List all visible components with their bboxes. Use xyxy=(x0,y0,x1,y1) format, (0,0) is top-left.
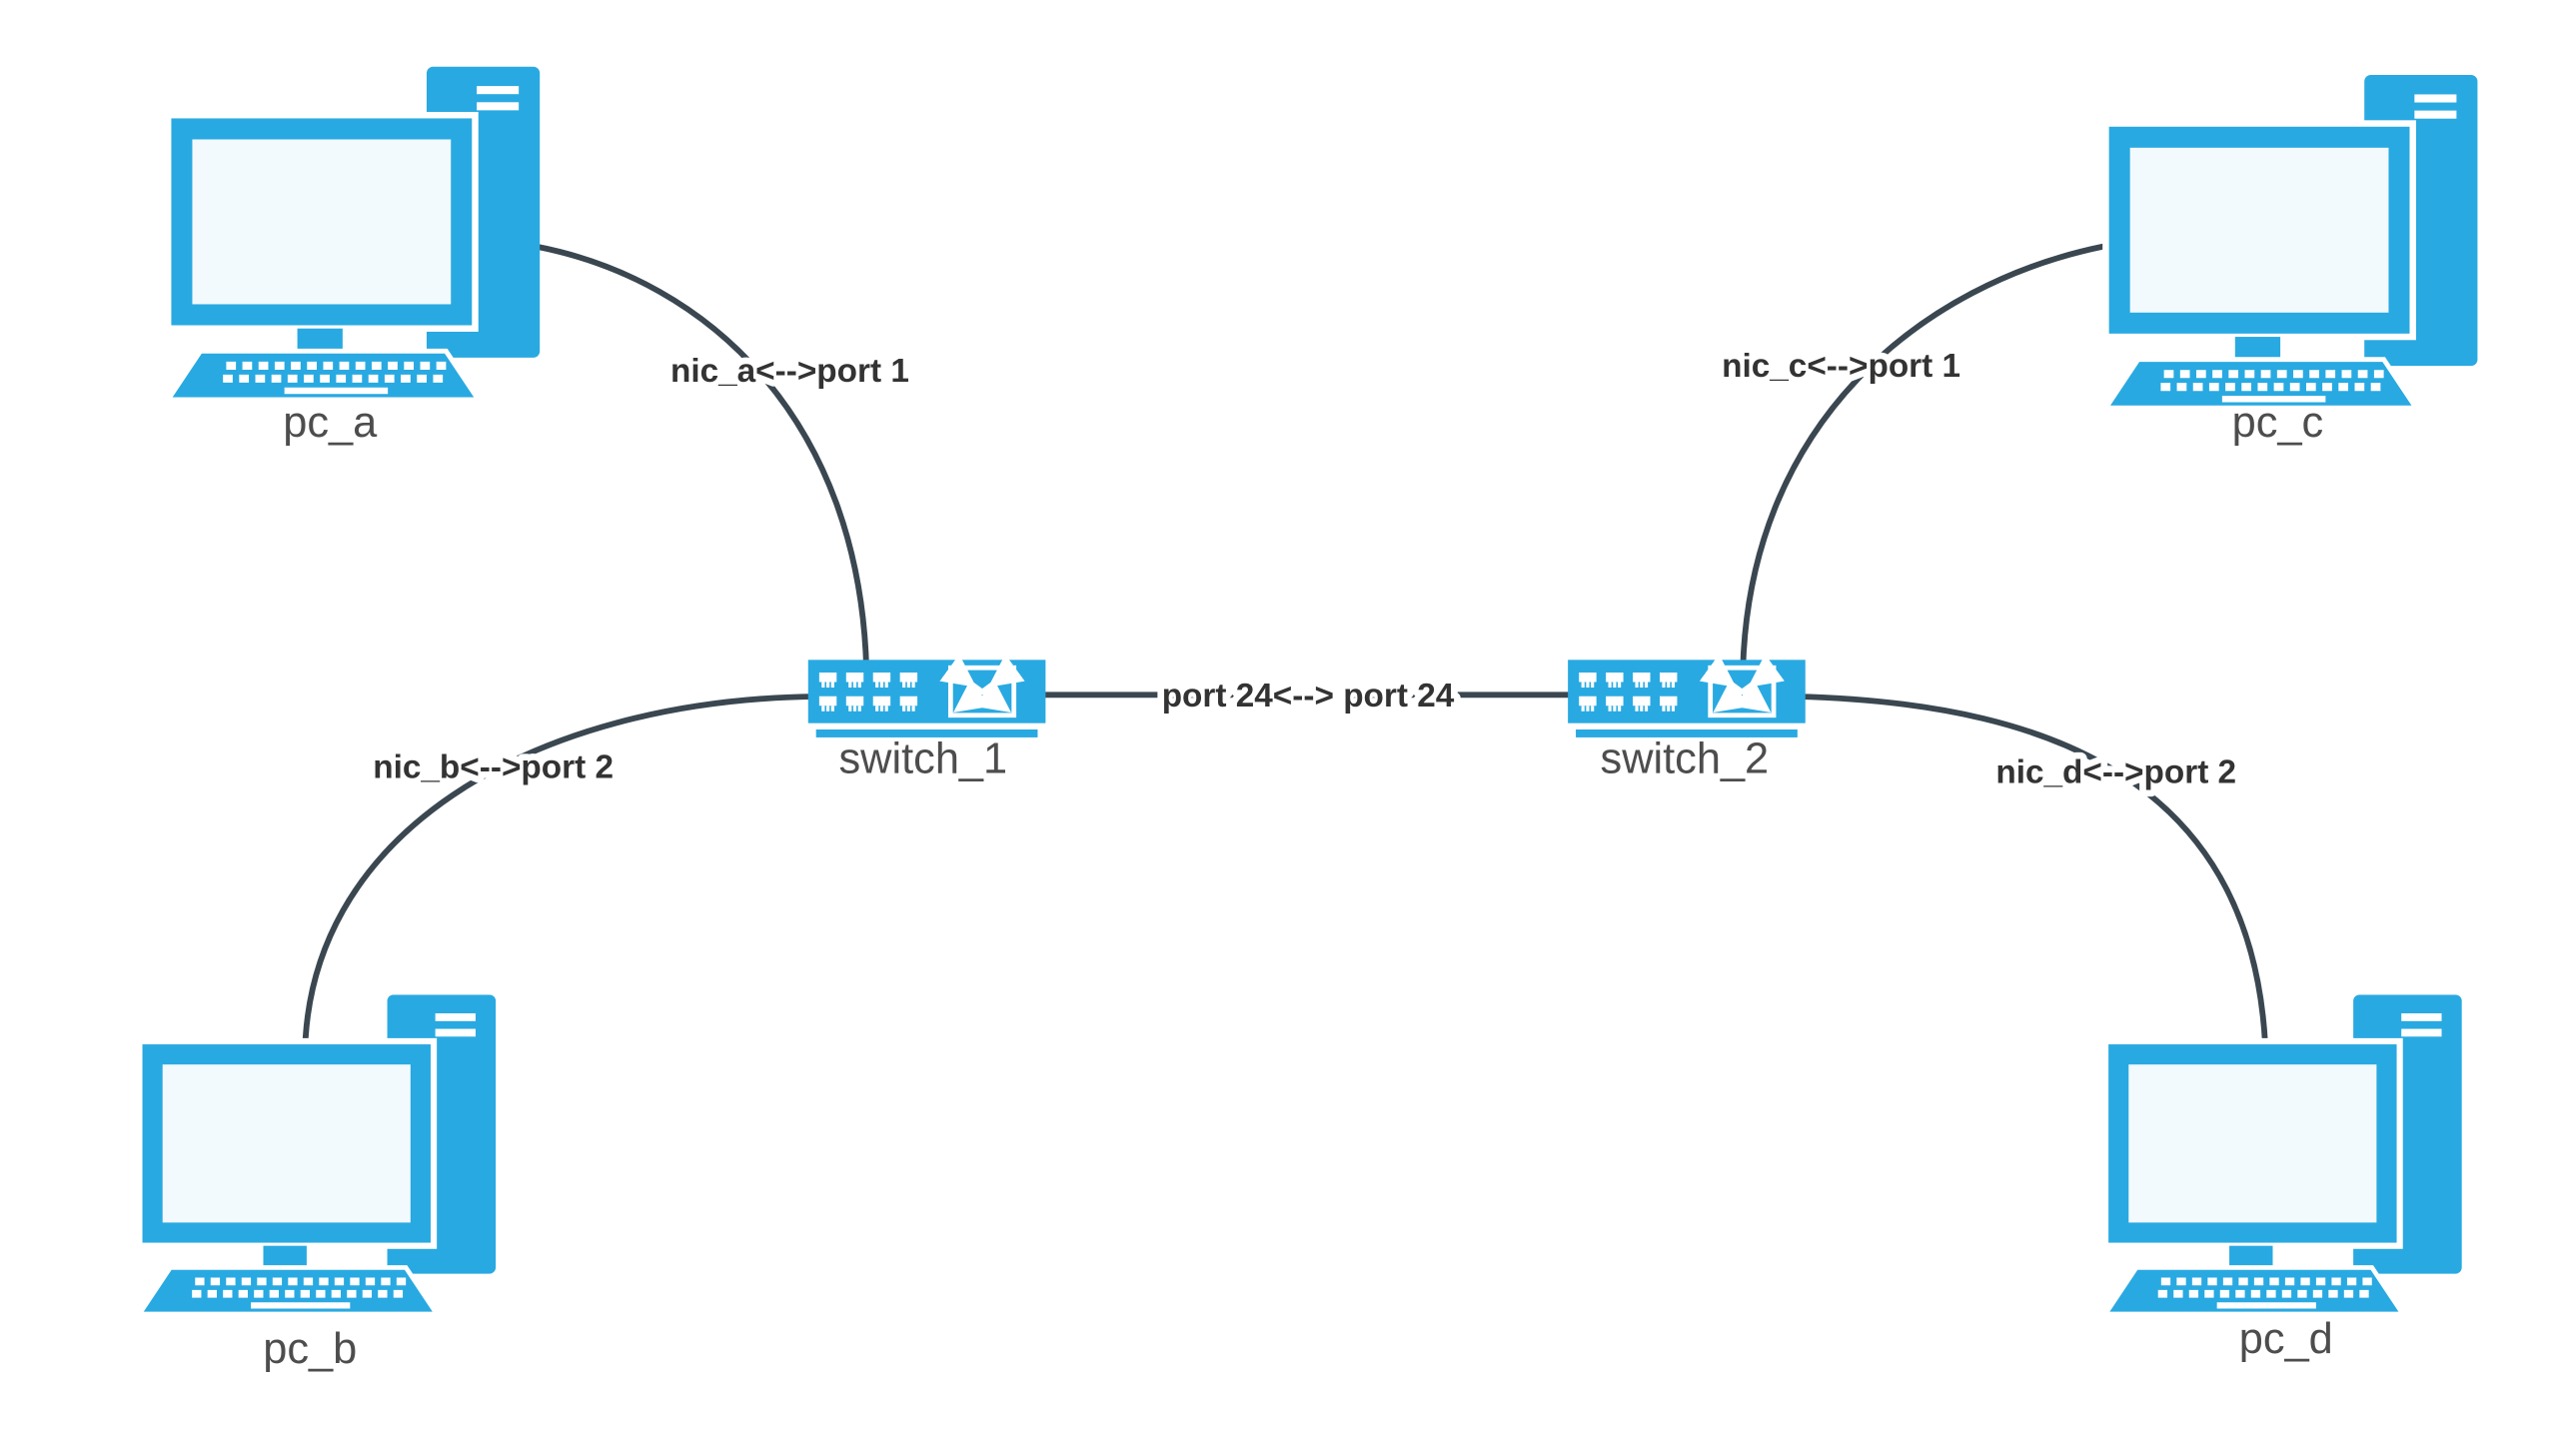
edge-label-nic-b: nic_b<-->port 2 xyxy=(373,749,614,786)
edge-pc-c-to-switch-2 xyxy=(1740,243,2106,674)
node-pc-c xyxy=(2105,75,2477,408)
switch-1-label: switch_1 xyxy=(839,735,1008,783)
edge-label-nic-d: nic_d<-->port 2 xyxy=(1995,754,2236,791)
edge-label-port-24: port 24<--> port 24 xyxy=(1162,678,1455,715)
node-pc-d xyxy=(2105,994,2462,1313)
edge-label-nic-c: nic_c<-->port 1 xyxy=(1722,348,1960,385)
node-pc-b xyxy=(139,994,496,1313)
node-pc-a xyxy=(168,67,540,400)
network-switch-icon xyxy=(808,660,1046,737)
desktop-computer-icon xyxy=(139,994,496,1313)
node-switch-2 xyxy=(1568,660,1806,737)
pc-c-label: pc_c xyxy=(2232,399,2324,447)
edge-pc-a-to-switch-1 xyxy=(534,243,870,674)
desktop-computer-icon xyxy=(2105,75,2477,408)
desktop-computer-icon xyxy=(2105,994,2462,1313)
pc-b-label: pc_b xyxy=(263,1325,357,1373)
network-switch-icon xyxy=(1568,660,1806,737)
edge-label-nic-a: nic_a<-->port 1 xyxy=(670,353,909,390)
pc-d-label: pc_d xyxy=(2239,1315,2333,1363)
node-switch-1 xyxy=(808,660,1046,737)
edge-switch-2-to-pc-d xyxy=(1793,694,2269,1078)
edge-pc-b-to-switch-1 xyxy=(302,694,820,1070)
desktop-computer-icon xyxy=(168,67,540,400)
switch-2-label: switch_2 xyxy=(1601,735,1770,783)
pc-a-label: pc_a xyxy=(283,399,378,447)
